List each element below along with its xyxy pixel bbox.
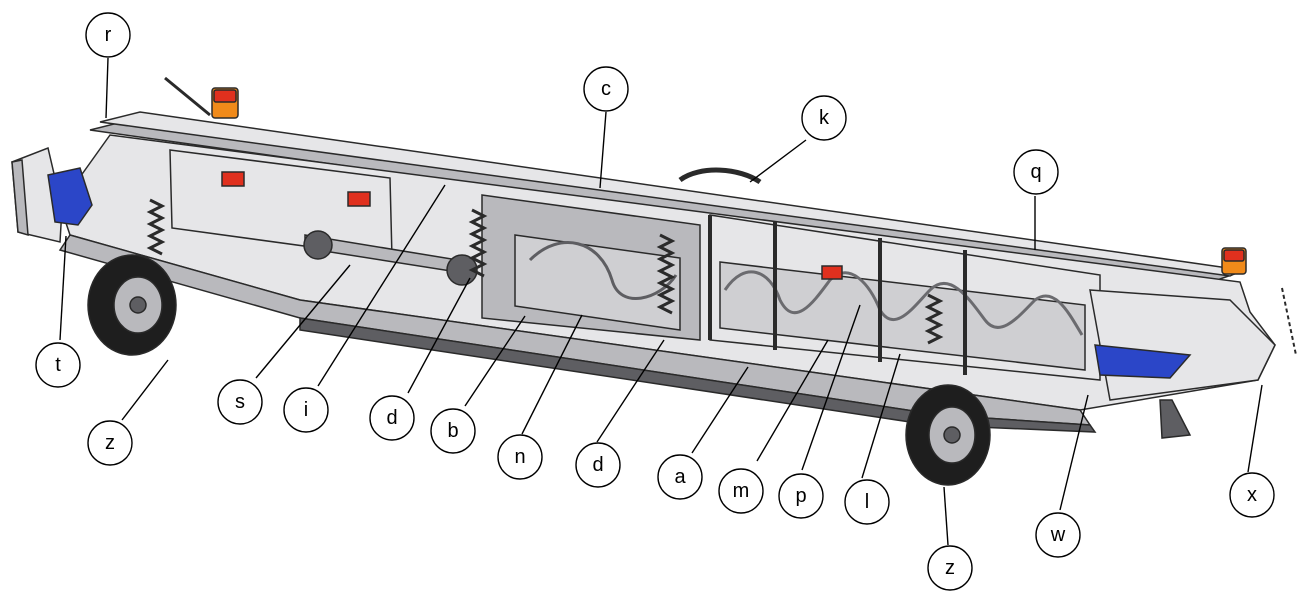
- callout-z-right: z: [927, 545, 973, 591]
- shaft-coupling-right: [446, 254, 478, 286]
- svg-text:z: z: [945, 557, 955, 579]
- top-center-arc: [678, 167, 762, 185]
- callout-b: b: [430, 408, 476, 454]
- spring-center-left: [468, 208, 488, 278]
- svg-text:z: z: [105, 432, 115, 454]
- left-end-face: [11, 159, 29, 237]
- svg-text:d: d: [592, 454, 603, 476]
- svg-text:m: m: [733, 480, 750, 502]
- callout-w: w: [1035, 512, 1081, 558]
- svg-text:p: p: [795, 485, 806, 507]
- svg-text:a: a: [674, 466, 686, 488]
- shaft-coupling-left: [303, 230, 333, 260]
- svg-text:q: q: [1030, 161, 1041, 183]
- callout-t: t: [35, 342, 81, 388]
- left-panel-lamp: [221, 171, 245, 187]
- callout-n: n: [497, 434, 543, 480]
- svg-text:t: t: [55, 354, 61, 376]
- spring-center-right: [656, 233, 676, 315]
- svg-text:x: x: [1247, 484, 1257, 506]
- left-wheel: [87, 254, 177, 356]
- callout-c: c: [583, 66, 629, 112]
- callout-q: q: [1013, 149, 1059, 195]
- svg-text:s: s: [235, 391, 245, 413]
- svg-text:b: b: [447, 420, 458, 442]
- svg-text:c: c: [601, 78, 611, 100]
- leader-lines: [59, 57, 1263, 546]
- callout-m: m: [718, 468, 764, 514]
- right-wheel: [905, 384, 991, 486]
- machine-illustration: [11, 76, 1297, 486]
- callout-p: p: [778, 473, 824, 519]
- svg-text:w: w: [1050, 524, 1066, 546]
- parking-stand: [1159, 399, 1192, 439]
- callout-a: a: [657, 454, 703, 500]
- right-antenna: [1281, 287, 1297, 356]
- callout-z-left: z: [87, 420, 133, 466]
- callout-d-left: d: [369, 395, 415, 441]
- spring-right-wheel: [924, 293, 944, 345]
- callouts: r c k q t z s i: [35, 12, 1275, 591]
- right-auger-flight: [723, 270, 1084, 336]
- left-lamp-arm: [164, 76, 211, 117]
- blue-drive-left: [47, 167, 93, 226]
- svg-text:l: l: [865, 491, 869, 513]
- callout-k: k: [801, 95, 847, 141]
- center-auger: [514, 234, 681, 331]
- blue-drive-right: [1094, 344, 1192, 379]
- svg-text:d: d: [386, 407, 397, 429]
- svg-text:k: k: [819, 107, 830, 129]
- svg-text:n: n: [514, 446, 525, 468]
- spring-left-wheel: [146, 198, 166, 256]
- springs: [146, 198, 944, 345]
- callout-s: s: [217, 379, 263, 425]
- callout-l: l: [844, 479, 890, 525]
- center-panel-lamp: [347, 191, 371, 207]
- center-auger-flight: [528, 241, 678, 300]
- callout-d-right: d: [575, 442, 621, 488]
- svg-text:r: r: [105, 24, 112, 46]
- callout-r: r: [85, 12, 131, 58]
- right-panel-lamp: [821, 265, 843, 280]
- svg-text:i: i: [304, 399, 308, 421]
- callout-i: i: [283, 387, 329, 433]
- callout-x: x: [1229, 472, 1275, 518]
